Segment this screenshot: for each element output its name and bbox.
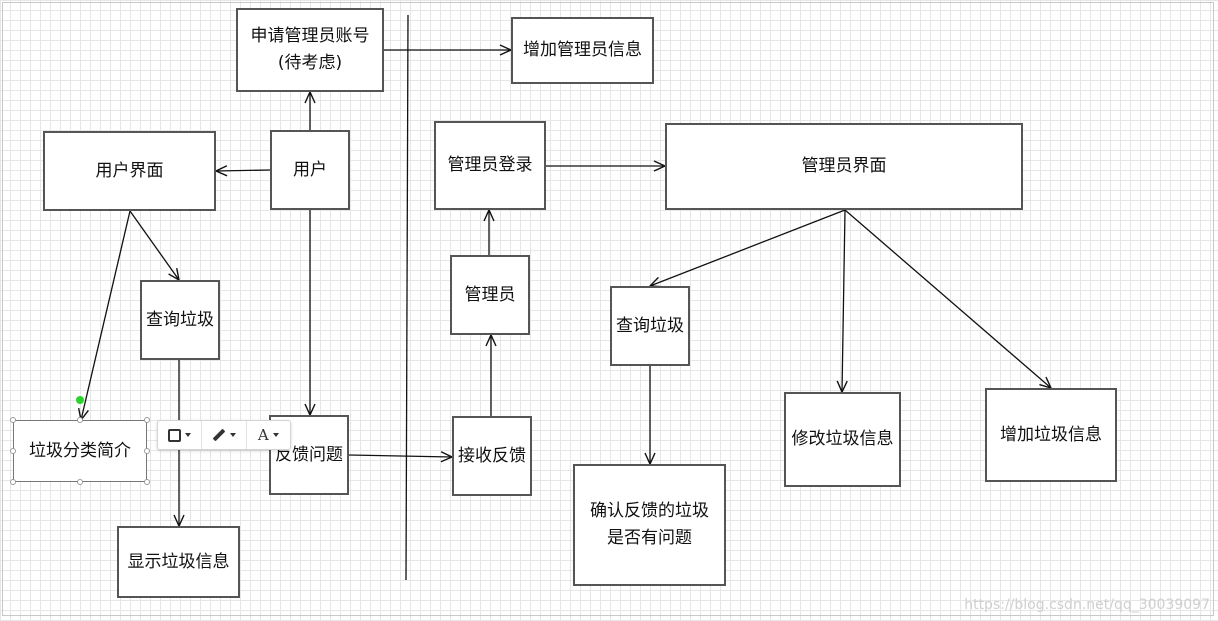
node-receive-feedback[interactable]: 接收反馈 [452,416,532,496]
font-style-button[interactable]: A [247,421,290,449]
chevron-down-icon [185,433,192,437]
node-admin-label: 管理员 [464,284,516,305]
edge-adminui-to-query [648,209,846,288]
resize-handle-bottom[interactable] [77,479,83,485]
edge-adminui-to-add [844,209,1053,390]
resize-handle-bottom-right[interactable] [144,479,150,485]
node-query-garbage-admin-label: 查询垃圾 [616,315,684,336]
node-add-admin-info-label: 增加管理员信息 [523,40,642,60]
chevron-down-icon [229,433,236,437]
node-show-garbage-label: 显示垃圾信息 [127,551,230,572]
node-add-garbage[interactable]: 增加垃圾信息 [985,388,1117,482]
node-user-ui[interactable]: 用户界面 [43,131,216,211]
node-modify-garbage-label: 修改垃圾信息 [791,429,894,449]
divider-line [405,14,409,581]
node-admin-ui-label: 管理员界面 [801,156,887,176]
resize-handle-bottom-left[interactable] [10,479,16,485]
node-user[interactable]: 用户 [270,130,350,210]
pencil-icon [212,428,226,442]
resize-handle-left[interactable] [10,448,16,454]
resize-handle-top-right[interactable] [144,417,150,423]
node-apply-admin[interactable]: 申请管理员账号 (待考虑) [236,8,384,92]
watermark: https://blog.csdn.net/qq_30039097 [964,597,1210,613]
node-confirm-feedback[interactable]: 确认反馈的垃圾 是否有问题 [573,464,726,586]
square-icon [168,428,182,442]
node-add-admin-info[interactable]: 增加管理员信息 [511,17,654,84]
node-show-garbage[interactable]: 显示垃圾信息 [117,526,240,598]
node-query-garbage-user-label: 查询垃圾 [146,309,214,330]
node-receive-feedback-label: 接收反馈 [458,445,526,466]
connection-anchor[interactable] [76,396,84,404]
shape-style-button[interactable] [158,421,203,449]
node-query-garbage-admin[interactable]: 查询垃圾 [610,286,690,366]
node-feedback-label: 反馈问题 [275,444,343,465]
node-user-ui-label: 用户界面 [95,160,164,181]
node-query-garbage-user[interactable]: 查询垃圾 [140,280,220,360]
edge-userui-to-query [129,210,180,282]
edge-userui-to-intro [77,210,131,422]
node-garbage-intro-label: 垃圾分类简介 [29,440,131,461]
edge-user-to-userui [214,165,271,177]
node-admin[interactable]: 管理员 [450,255,530,335]
node-confirm-feedback-label: 确认反馈的垃圾 是否有问题 [590,501,709,548]
node-apply-admin-label: 申请管理员账号 (待考虑) [250,26,370,73]
font-icon: A [257,426,269,444]
chevron-down-icon [272,433,279,437]
node-admin-ui[interactable]: 管理员界面 [665,123,1023,210]
node-add-garbage-label: 增加垃圾信息 [1000,424,1102,445]
node-modify-garbage[interactable]: 修改垃圾信息 [784,392,901,487]
edge-feedback-to-receive [348,451,454,463]
node-admin-login-label: 管理员登录 [447,155,533,175]
node-garbage-intro[interactable]: 垃圾分类简介 [13,420,147,482]
format-toolbar: A [157,420,291,450]
resize-handle-right[interactable] [144,448,150,454]
edge-adminui-to-modify [836,209,848,394]
node-user-label: 用户 [293,159,327,180]
line-color-button[interactable] [202,421,247,449]
resize-handle-top[interactable] [77,417,83,423]
node-admin-login[interactable]: 管理员登录 [434,121,546,210]
resize-handle-top-left[interactable] [10,417,16,423]
